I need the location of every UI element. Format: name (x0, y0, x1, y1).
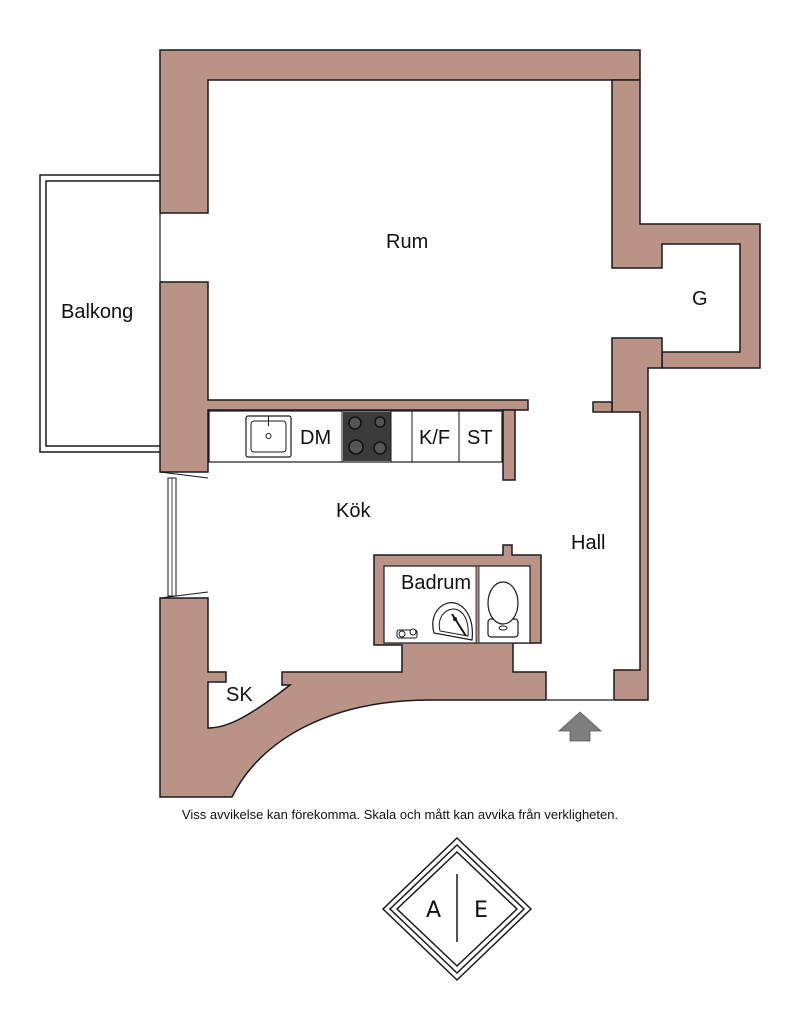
wall-east-lower (611, 337, 663, 701)
wall-hall-stub (592, 401, 613, 413)
cooktop-icon (343, 412, 391, 461)
kitchen-counter: DM K/F ST (208, 410, 503, 463)
wall-east-upper (611, 79, 761, 369)
wall-north (159, 49, 641, 214)
room-label-hall: Hall (571, 532, 605, 554)
balcony (39, 174, 162, 453)
faucet-icon (396, 628, 418, 639)
window-west (159, 471, 209, 599)
room-label-sk: SK (226, 684, 253, 706)
sink-icon (245, 415, 292, 458)
room-label-balkong: Balkong (61, 301, 133, 323)
room-label-g: G (692, 288, 708, 310)
logo-letter-left: A (426, 898, 441, 923)
room-label-rum: Rum (386, 231, 428, 253)
logo: A E (381, 836, 533, 982)
entrance-arrow-icon (557, 711, 603, 742)
fixture-label-st: ST (467, 427, 493, 449)
room-label-kok: Kök (336, 500, 371, 522)
disclaimer-text: Viss avvikelse kan förekomma. Skala och … (181, 807, 619, 822)
wall-west-middle (159, 281, 529, 473)
fixture-label-kf: K/F (419, 427, 450, 449)
washbasin-icon (432, 602, 473, 641)
logo-letter-right: E (474, 898, 488, 923)
fixture-label-dm: DM (300, 427, 331, 449)
room-label-badrum: Badrum (401, 572, 471, 594)
wall-kitchen-partition (502, 409, 516, 481)
toilet-icon (487, 581, 519, 638)
balcony-door (160, 214, 208, 281)
